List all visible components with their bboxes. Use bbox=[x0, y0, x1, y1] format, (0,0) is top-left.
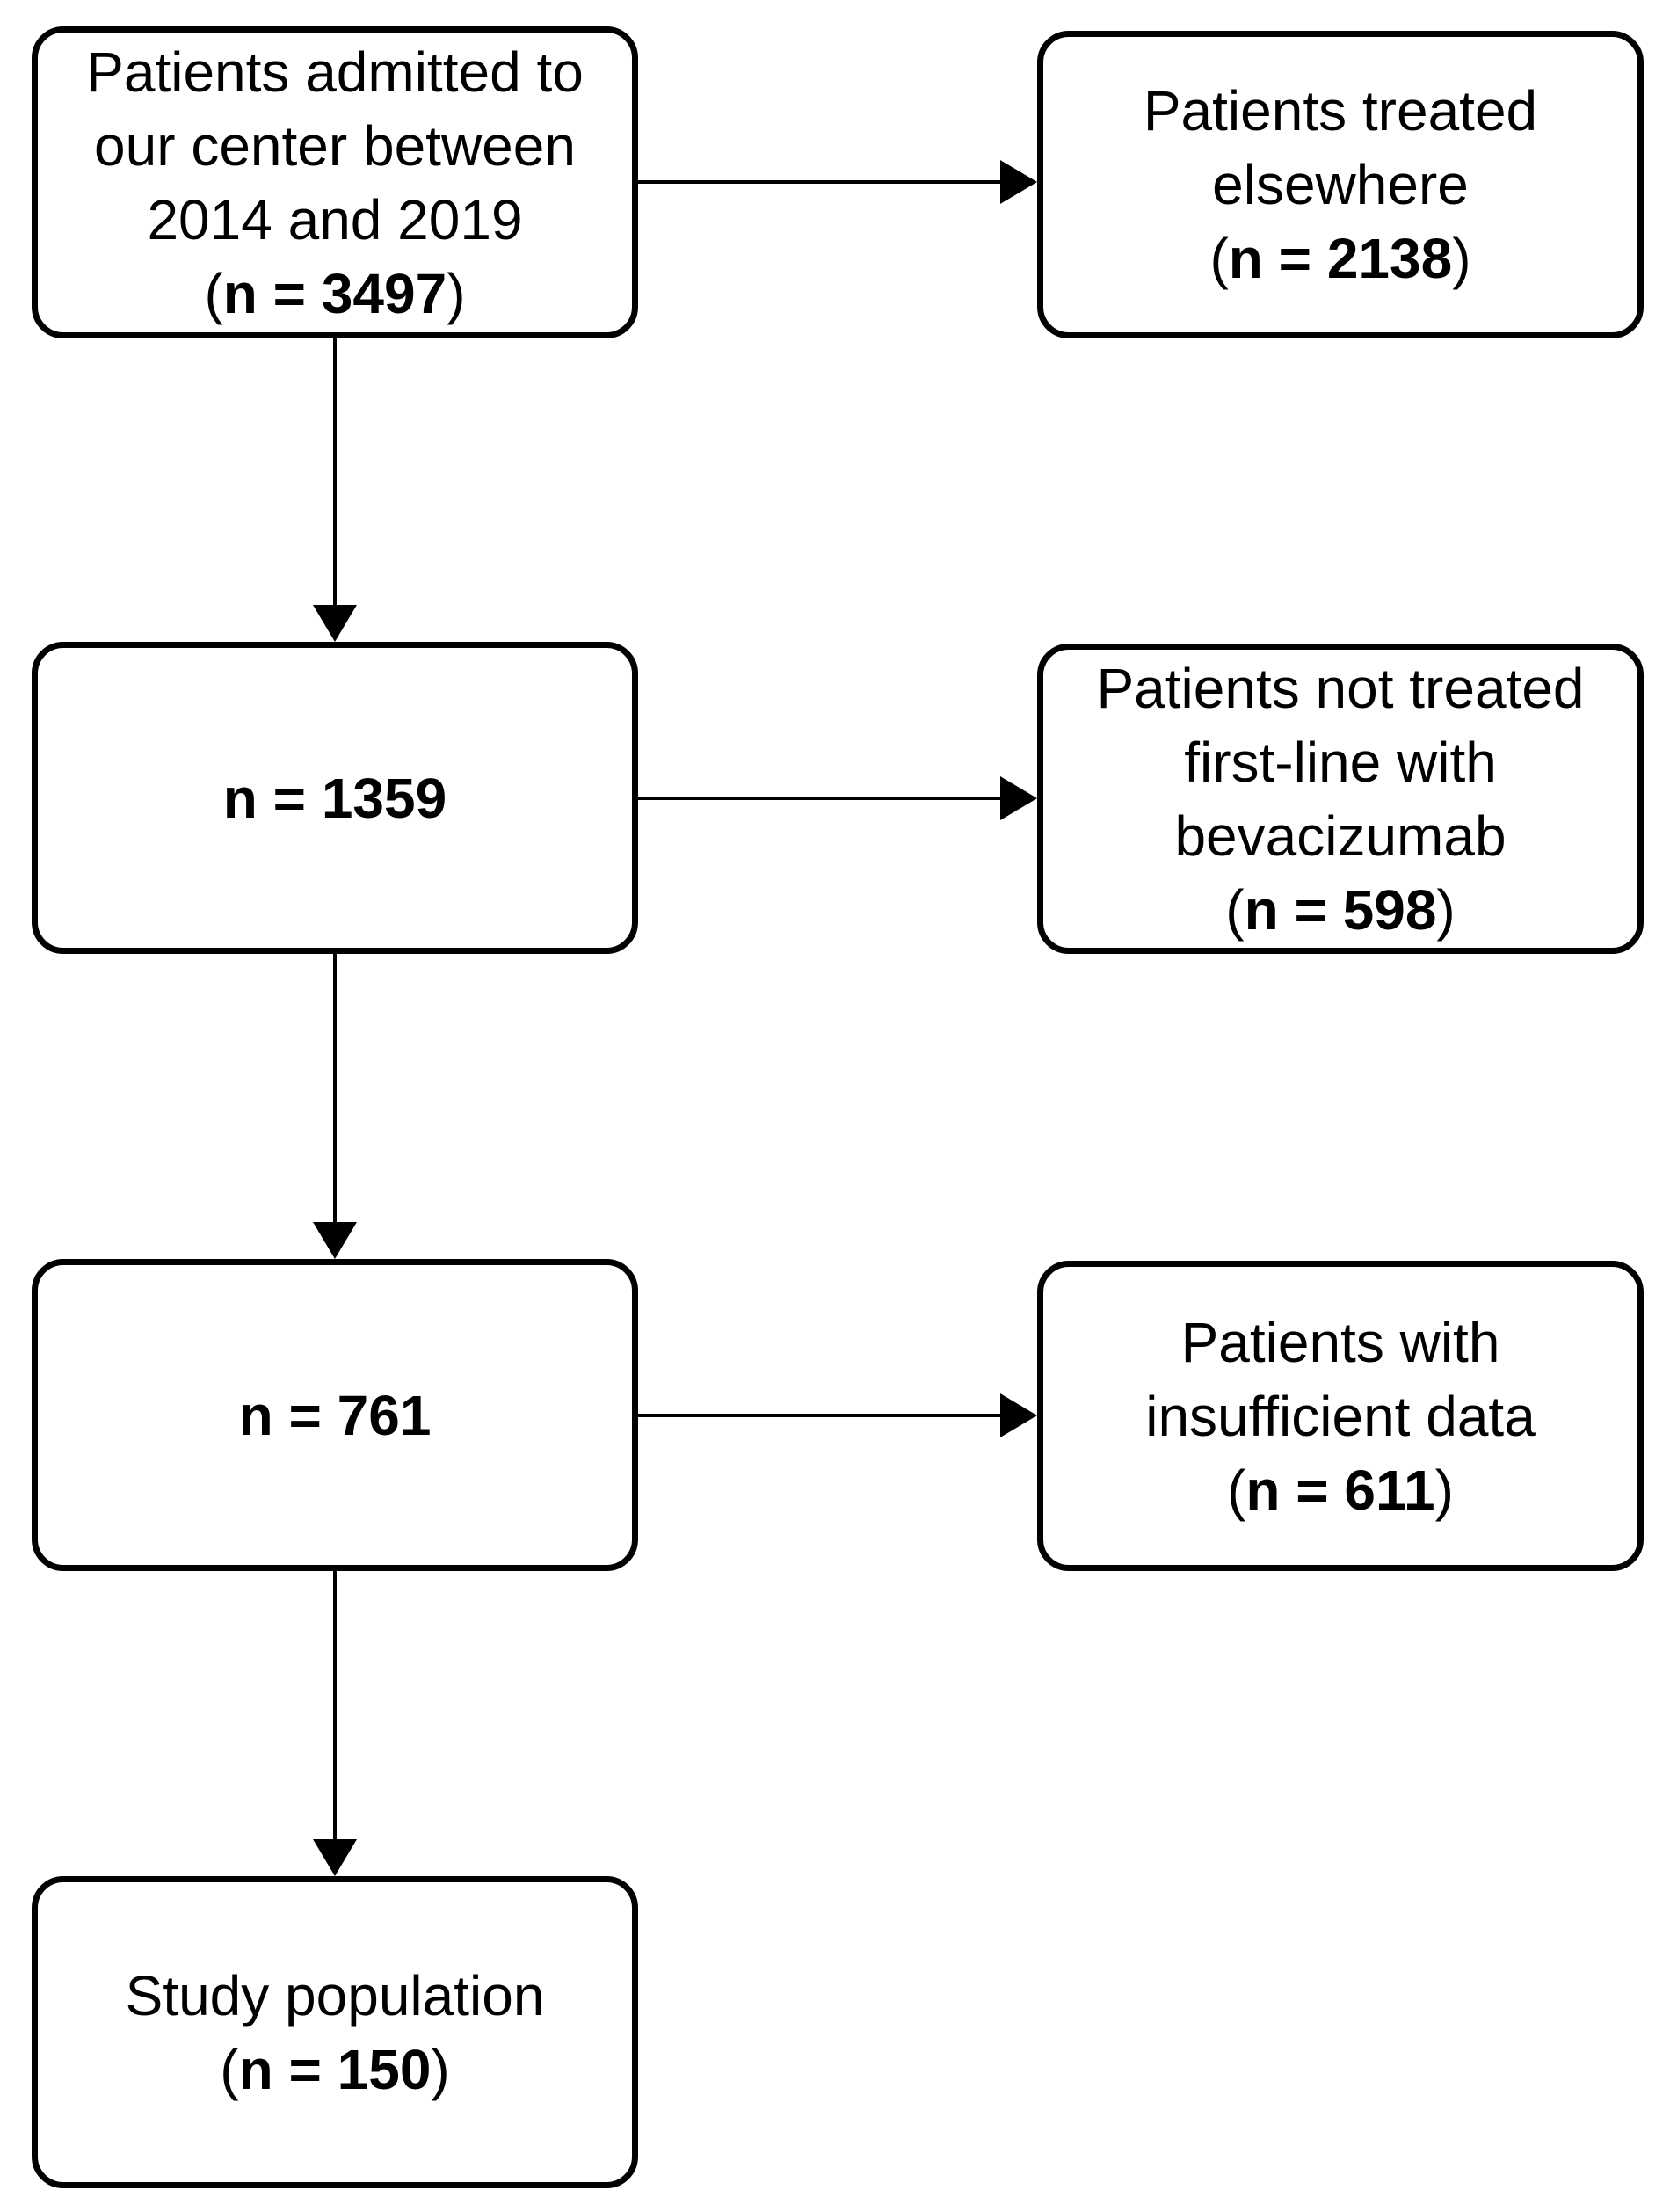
count-value: n = 611 bbox=[1245, 1458, 1435, 1522]
arrowhead-admitted-to-elsewhere bbox=[1000, 160, 1037, 204]
count-value: n = 150 bbox=[238, 2037, 432, 2101]
box-text-line: first-line with bbox=[1184, 730, 1497, 794]
arrowhead-1359-to-761 bbox=[313, 1222, 357, 1259]
box-text-line: 2014 and 2019 bbox=[147, 187, 523, 251]
box-count: n = 1359 bbox=[222, 766, 447, 830]
box-treated-elsewhere: Patients treated elsewhere (n = 2138) bbox=[1037, 31, 1644, 338]
box-text-line: Patients admitted to bbox=[86, 40, 584, 104]
box-text-line: Patients not treated bbox=[1096, 656, 1585, 720]
box-not-bevacizumab: Patients not treated first-line with bev… bbox=[1037, 644, 1644, 954]
box-study-population: Study population (n = 150) bbox=[32, 1876, 638, 2188]
arrowhead-1359-to-not-bev bbox=[1000, 776, 1037, 820]
box-text-line: elsewhere bbox=[1212, 153, 1469, 216]
count-value: n = 3497 bbox=[222, 261, 447, 325]
box-after-first-exclusion: n = 1359 bbox=[32, 642, 638, 954]
box-count: (n = 611) bbox=[1227, 1458, 1454, 1522]
box-count: (n = 150) bbox=[220, 2037, 450, 2101]
box-count: n = 761 bbox=[238, 1383, 432, 1447]
count-value: n = 2138 bbox=[1228, 227, 1453, 290]
box-after-second-exclusion: n = 761 bbox=[32, 1259, 638, 1571]
arrowhead-761-to-study bbox=[313, 1839, 357, 1876]
box-count: (n = 598) bbox=[1225, 877, 1456, 942]
box-text-line: Patients treated bbox=[1143, 79, 1538, 142]
box-text-line: our center between bbox=[94, 113, 576, 178]
count-value: n = 598 bbox=[1244, 877, 1437, 942]
box-text-line: Study population bbox=[125, 1963, 545, 2027]
box-count: (n = 3497) bbox=[204, 261, 466, 325]
arrowhead-admitted-to-1359 bbox=[313, 605, 357, 642]
box-insufficient-data: Patients with insufficient data (n = 611… bbox=[1037, 1261, 1644, 1571]
box-admitted-patients: Patients admitted to our center between … bbox=[32, 26, 638, 338]
box-text-line: bevacizumab bbox=[1174, 804, 1507, 868]
arrowhead-761-to-insuff bbox=[1000, 1393, 1037, 1437]
box-count: (n = 2138) bbox=[1209, 227, 1471, 290]
box-text-line: insufficient data bbox=[1145, 1384, 1536, 1448]
box-text-line: Patients with bbox=[1180, 1310, 1500, 1374]
